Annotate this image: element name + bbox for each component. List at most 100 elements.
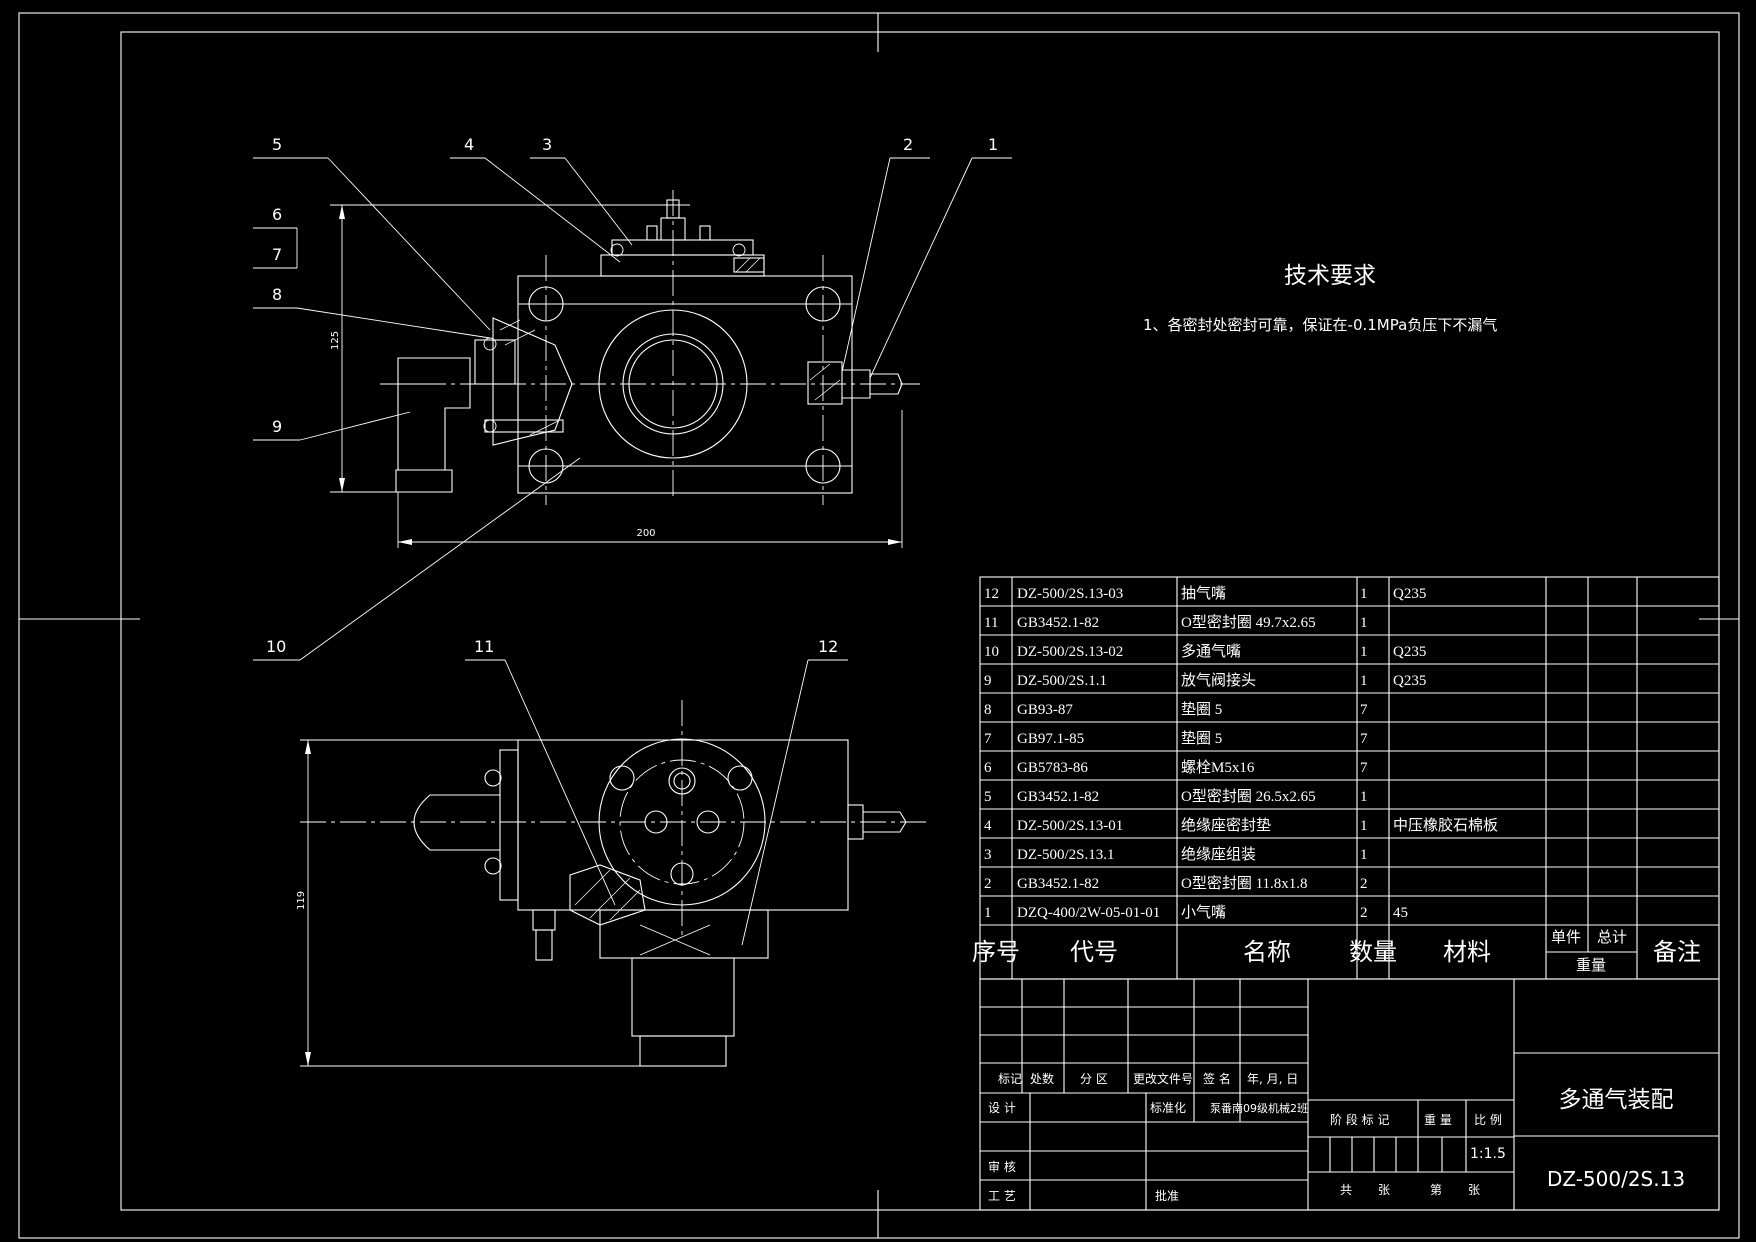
bottom-view: 119: [296, 700, 930, 1067]
front-view: 200 125: [330, 190, 920, 548]
tb-label-sheets: 张: [1378, 1183, 1390, 1197]
parts-cell-qty: 1: [1360, 615, 1368, 631]
parts-cell-name: 螺栓M5x16: [1181, 759, 1255, 776]
tech-req-item-1: 1、各密封处密封可靠，保证在-0.1MPa负压下不漏气: [1143, 316, 1497, 334]
parts-header-material: 材料: [1443, 938, 1491, 966]
balloon-2: 2: [903, 135, 913, 154]
parts-cell-name: O型密封圈 26.5x2.65: [1181, 788, 1316, 805]
parts-cell-code: DZ-500/2S.13-03: [1017, 586, 1123, 602]
tb-drawing-name: 多通气装配: [1559, 1087, 1674, 1113]
parts-cell-seq: 1: [984, 905, 992, 921]
dim-height-bottom: 119: [296, 891, 307, 910]
parts-cell-code: DZ-500/2S.13.1: [1017, 847, 1115, 863]
balloon-5: 5: [272, 135, 282, 154]
technical-requirements: 技术要求 1、各密封处密封可靠，保证在-0.1MPa负压下不漏气: [1143, 263, 1497, 334]
tb-label-standard: 标准化: [1150, 1101, 1186, 1115]
tech-req-title: 技术要求: [1284, 263, 1376, 289]
parts-cell-code: DZQ-400/2W-05-01-01: [1017, 905, 1160, 921]
parts-cell-code: GB3452.1-82: [1017, 876, 1099, 892]
parts-cell-qty: 1: [1360, 847, 1368, 863]
tb-label-sign: 签 名: [1203, 1071, 1231, 1086]
tb-label-approve: 批准: [1155, 1188, 1179, 1203]
tb-label-design: 设 计: [988, 1101, 1016, 1115]
parts-cell-name: 多通气嘴: [1181, 643, 1241, 660]
tb-label-sheet: 张: [1468, 1183, 1480, 1197]
parts-cell-material: 中压橡胶石棉板: [1393, 816, 1498, 834]
tb-label-count: 处数: [1030, 1071, 1054, 1086]
parts-cell-code: DZ-500/2S.13-01: [1017, 818, 1123, 834]
parts-header-remark: 备注: [1653, 938, 1701, 966]
parts-cell-code: GB5783-86: [1017, 760, 1088, 776]
parts-header-name: 名称: [1243, 938, 1291, 966]
tb-label-date: 年, 月, 日: [1247, 1072, 1298, 1086]
balloon-10: 10: [266, 637, 286, 656]
parts-cell-seq: 12: [984, 586, 999, 602]
parts-cell-seq: 10: [984, 644, 999, 660]
parts-cell-seq: 7: [984, 731, 992, 747]
dim-height-front: 125: [330, 331, 341, 350]
tb-drawing-code: DZ-500/2S.13: [1547, 1167, 1685, 1191]
parts-cell-code: GB3452.1-82: [1017, 615, 1099, 631]
parts-cell-seq: 2: [984, 876, 992, 892]
title-block: 标记 处数 分 区 更改文件号 签 名 年, 月, 日 设 计 标准化 泵番南0…: [979, 978, 1720, 1211]
parts-cell-code: GB97.1-85: [1017, 731, 1084, 747]
tb-label-total-sheets: 共: [1340, 1183, 1352, 1197]
parts-cell-seq: 5: [984, 789, 992, 805]
tb-label-mark: 标记: [998, 1072, 1022, 1086]
tb-label-stage: 阶 段 标 记: [1330, 1112, 1389, 1127]
tb-scale-value: 1:1.5: [1470, 1146, 1506, 1162]
parts-cell-qty: 1: [1360, 644, 1368, 660]
parts-cell-qty: 1: [1360, 789, 1368, 805]
balloon-6: 6: [272, 205, 282, 224]
parts-cell-name: O型密封圈 11.8x1.8: [1181, 875, 1308, 892]
parts-cell-qty: 1: [1360, 586, 1368, 602]
parts-header-weight: 重量: [1576, 956, 1606, 974]
parts-cell-name: 绝缘座密封垫: [1181, 817, 1271, 834]
parts-header-total: 总计: [1597, 928, 1627, 946]
parts-cell-name: 绝缘座组装: [1181, 846, 1256, 863]
parts-cell-name: O型密封圈 49.7x2.65: [1181, 614, 1316, 631]
parts-cell-name: 小气嘴: [1181, 904, 1226, 921]
parts-cell-code: DZ-500/2S.1.1: [1017, 673, 1107, 689]
parts-cell-name: 垫圈 5: [1181, 730, 1222, 747]
tb-label-doc-no: 更改文件号: [1133, 1071, 1193, 1086]
balloon-leaders: 5 6 7 8 9 4 3 2 1 10 11: [253, 135, 1012, 946]
parts-cell-material: Q235: [1393, 644, 1426, 660]
balloon-8: 8: [272, 285, 282, 304]
tb-label-weight: 重 量: [1424, 1113, 1452, 1127]
parts-cell-seq: 9: [984, 673, 992, 689]
parts-cell-material: 45: [1393, 905, 1408, 921]
parts-cell-seq: 3: [984, 847, 992, 863]
parts-cell-seq: 11: [984, 615, 998, 631]
parts-cell-code: GB93-87: [1017, 702, 1073, 718]
parts-header-unit: 单件: [1551, 928, 1581, 946]
tb-label-zone: 分 区: [1080, 1072, 1108, 1086]
tb-designer-note: 泵番南09级机械2班: [1210, 1101, 1308, 1115]
parts-cell-qty: 7: [1360, 760, 1368, 776]
parts-header-seq: 序号: [972, 938, 1020, 966]
tb-label-process: 工 艺: [988, 1189, 1016, 1203]
parts-cell-qty: 2: [1360, 876, 1368, 892]
parts-cell-seq: 8: [984, 702, 992, 718]
balloon-12: 12: [818, 637, 838, 656]
balloon-9: 9: [272, 417, 282, 436]
parts-cell-material: Q235: [1393, 673, 1426, 689]
parts-header-code: 代号: [1070, 938, 1118, 966]
parts-cell-name: 抽气嘴: [1181, 585, 1226, 602]
balloon-1: 1: [988, 135, 998, 154]
parts-cell-material: Q235: [1393, 586, 1426, 602]
parts-cell-seq: 6: [984, 760, 992, 776]
tb-label-scale: 比 例: [1474, 1113, 1502, 1127]
parts-cell-qty: 1: [1360, 673, 1368, 689]
parts-header-qty: 数量: [1349, 938, 1397, 966]
parts-cell-qty: 1: [1360, 818, 1368, 834]
parts-cell-code: DZ-500/2S.13-02: [1017, 644, 1123, 660]
sheet-border: [18, 12, 1740, 1239]
balloon-4: 4: [464, 135, 474, 154]
parts-cell-seq: 4: [984, 818, 992, 834]
parts-cell-code: GB3452.1-82: [1017, 789, 1099, 805]
tb-label-sheet-no: 第: [1430, 1183, 1442, 1197]
tb-label-review: 审 核: [988, 1159, 1016, 1174]
